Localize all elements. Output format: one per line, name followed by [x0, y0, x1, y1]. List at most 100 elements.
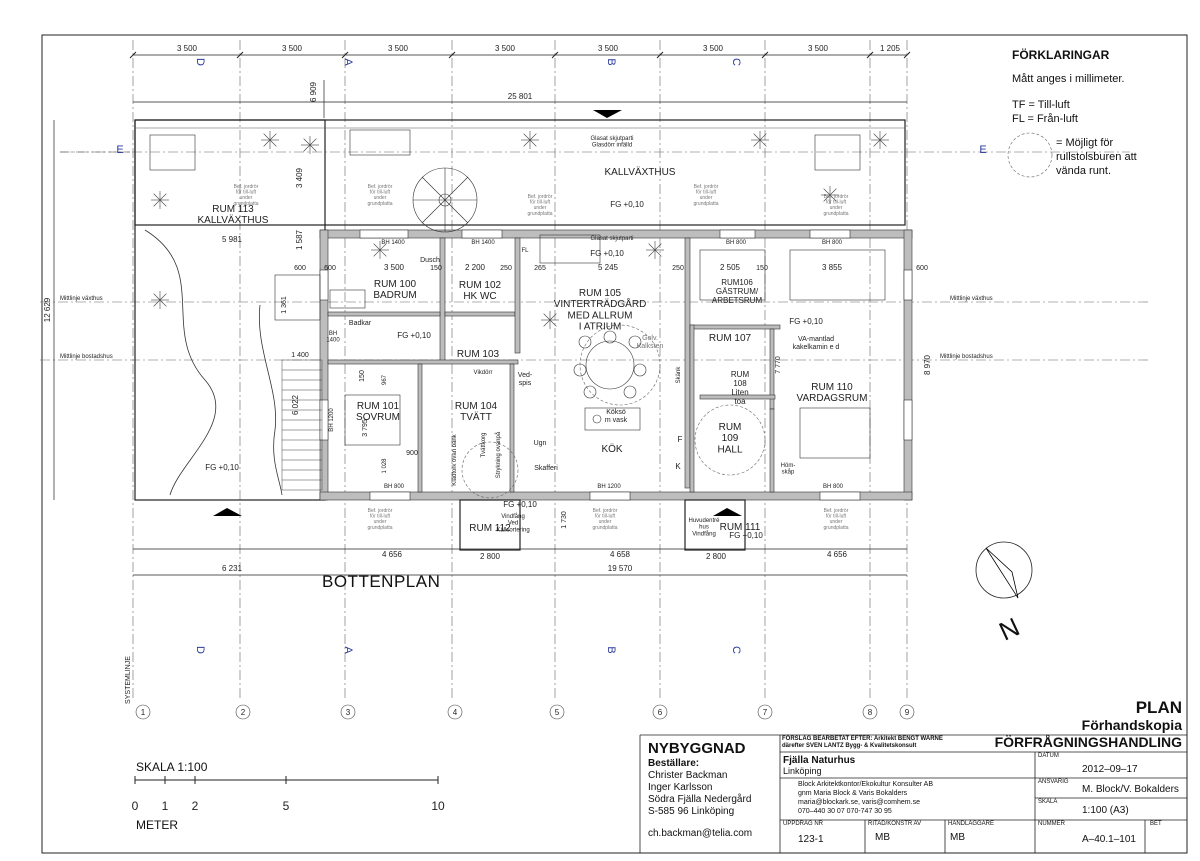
centerline-label: Mittlinje växthus	[950, 296, 993, 302]
dimension-label: 3 500	[384, 263, 405, 272]
axis-letter: A	[342, 58, 354, 66]
note-label: FL	[521, 248, 529, 254]
tb-datum: 2012–09–17	[1082, 764, 1138, 775]
axis-letter: C	[730, 58, 742, 66]
tb-project: Fjälla Naturhus	[783, 755, 856, 766]
floor-level: FG +0,10	[503, 500, 537, 509]
dimension-label: 3 855	[822, 263, 843, 272]
dimension-label: 5 245	[598, 263, 619, 272]
axis-number: 4	[453, 708, 458, 717]
tb-skala: 1:100 (A3)	[1082, 805, 1129, 816]
window-label: BH 1200	[597, 484, 621, 490]
axis-number: 6	[658, 708, 663, 717]
dimension-label: 4 656	[827, 550, 848, 559]
window-label: BH 800	[823, 484, 844, 490]
axis-letter: B	[605, 58, 617, 65]
dimension-label: 1 361	[281, 296, 288, 314]
scale-tick: 1	[162, 799, 169, 813]
axis-letter: B	[605, 646, 617, 653]
dimension-label: 3 500	[177, 44, 198, 53]
axis-letter: E	[979, 144, 986, 156]
note-label: Dusch	[420, 257, 440, 264]
room-label: RUM 111	[720, 522, 761, 533]
axis-bubble	[899, 704, 915, 720]
axis-letter: D	[194, 58, 206, 66]
dimension-label: 1 400	[291, 352, 309, 359]
tb-nybyggnad: NYBYGGNAD	[648, 740, 746, 757]
dimension-label: 600	[916, 265, 928, 272]
dimension-label: 3 500	[388, 44, 409, 53]
axis-bubble	[757, 704, 773, 720]
tb-ansvarig-label: ANSVARIG	[1038, 779, 1069, 785]
legend-units: Mått anges i millimeter.	[1012, 73, 1125, 85]
tb-forslag: FÖRSLAG BEARBETAT EFTER: Arkitekt BENGT …	[782, 736, 943, 749]
dimension-label: 5 981	[222, 235, 243, 244]
dimension-label: 600	[324, 265, 336, 272]
axis-letter: A	[342, 646, 354, 654]
tb-bet-label: BET	[1150, 821, 1162, 827]
floor-level: FG +0,10	[610, 200, 644, 209]
room-label: KALLVÄXTHUS	[605, 166, 676, 178]
dimension-label: 900	[406, 450, 418, 457]
axis-bubble	[652, 704, 668, 720]
dimension-label: 1 730	[561, 511, 568, 529]
axis-number: 5	[555, 708, 560, 717]
plan-title: BOTTENPLAN	[322, 572, 441, 591]
axis-bubble	[340, 704, 356, 720]
axis-number: 9	[905, 708, 910, 717]
legend-tf: TF = Till-luft	[1012, 99, 1070, 111]
axis-number: 1	[141, 708, 146, 717]
owner-line: Christer Backman	[648, 770, 728, 781]
floor-level: FG +0,10	[397, 331, 431, 340]
floor-level: FG +0,10	[729, 531, 763, 540]
tb-email: ch.backman@telia.com	[648, 828, 753, 839]
dimension-label: 3 500	[808, 44, 829, 53]
room-label: RUM 107	[709, 333, 752, 344]
note-label: Tvättkorg	[481, 432, 487, 457]
note-label: Glasat skjutparti	[590, 236, 633, 242]
tb-forhandskopia: Förhandskopia	[1081, 717, 1182, 733]
axis-letter: C	[730, 646, 742, 654]
note-label: K	[675, 462, 681, 471]
dimension-label: 4 658	[610, 550, 631, 559]
legend-fl: FL = Från-luft	[1012, 113, 1078, 125]
tb-plan: PLAN	[1135, 698, 1182, 717]
note-label: Skafferi	[534, 465, 558, 472]
window-label: BH 800	[726, 240, 747, 246]
tb-ritad-label: RITAD/KONSTR AV	[868, 821, 922, 827]
window-label: BH 1200	[329, 408, 335, 432]
scale-tick: 0	[132, 799, 139, 813]
tb-skala-label: SKALA	[1038, 799, 1058, 805]
dimension-label: 3 409	[295, 167, 304, 188]
centerline-label: Mittlinje växthus	[60, 296, 103, 302]
note-label: Ved-spis	[518, 372, 533, 387]
dimension-label: 265	[534, 265, 546, 272]
tb-owners: Christer Backman Inger Karlsson Södra Fj…	[648, 770, 751, 818]
window-label: BH 800	[822, 240, 843, 246]
tb-uppdrag-label: UPPDRAG NR	[783, 821, 824, 827]
scale-unit: METER	[136, 818, 178, 832]
dimension-label: 3 500	[598, 44, 619, 53]
dimension-label: 12 629	[43, 297, 52, 322]
tb-forfragningshandling: FÖRFRÅGNINGSHANDLING	[994, 734, 1182, 750]
note-label: Golv.Kalksten	[637, 335, 664, 350]
note-label: Skänk	[676, 366, 682, 384]
note-label: Strykning ovanpå	[495, 431, 502, 478]
dimension-label: 150	[756, 265, 768, 272]
tb-place: Linköping	[783, 766, 822, 776]
axis-bubble	[447, 704, 463, 720]
dimension-label: 7 770	[775, 356, 782, 374]
